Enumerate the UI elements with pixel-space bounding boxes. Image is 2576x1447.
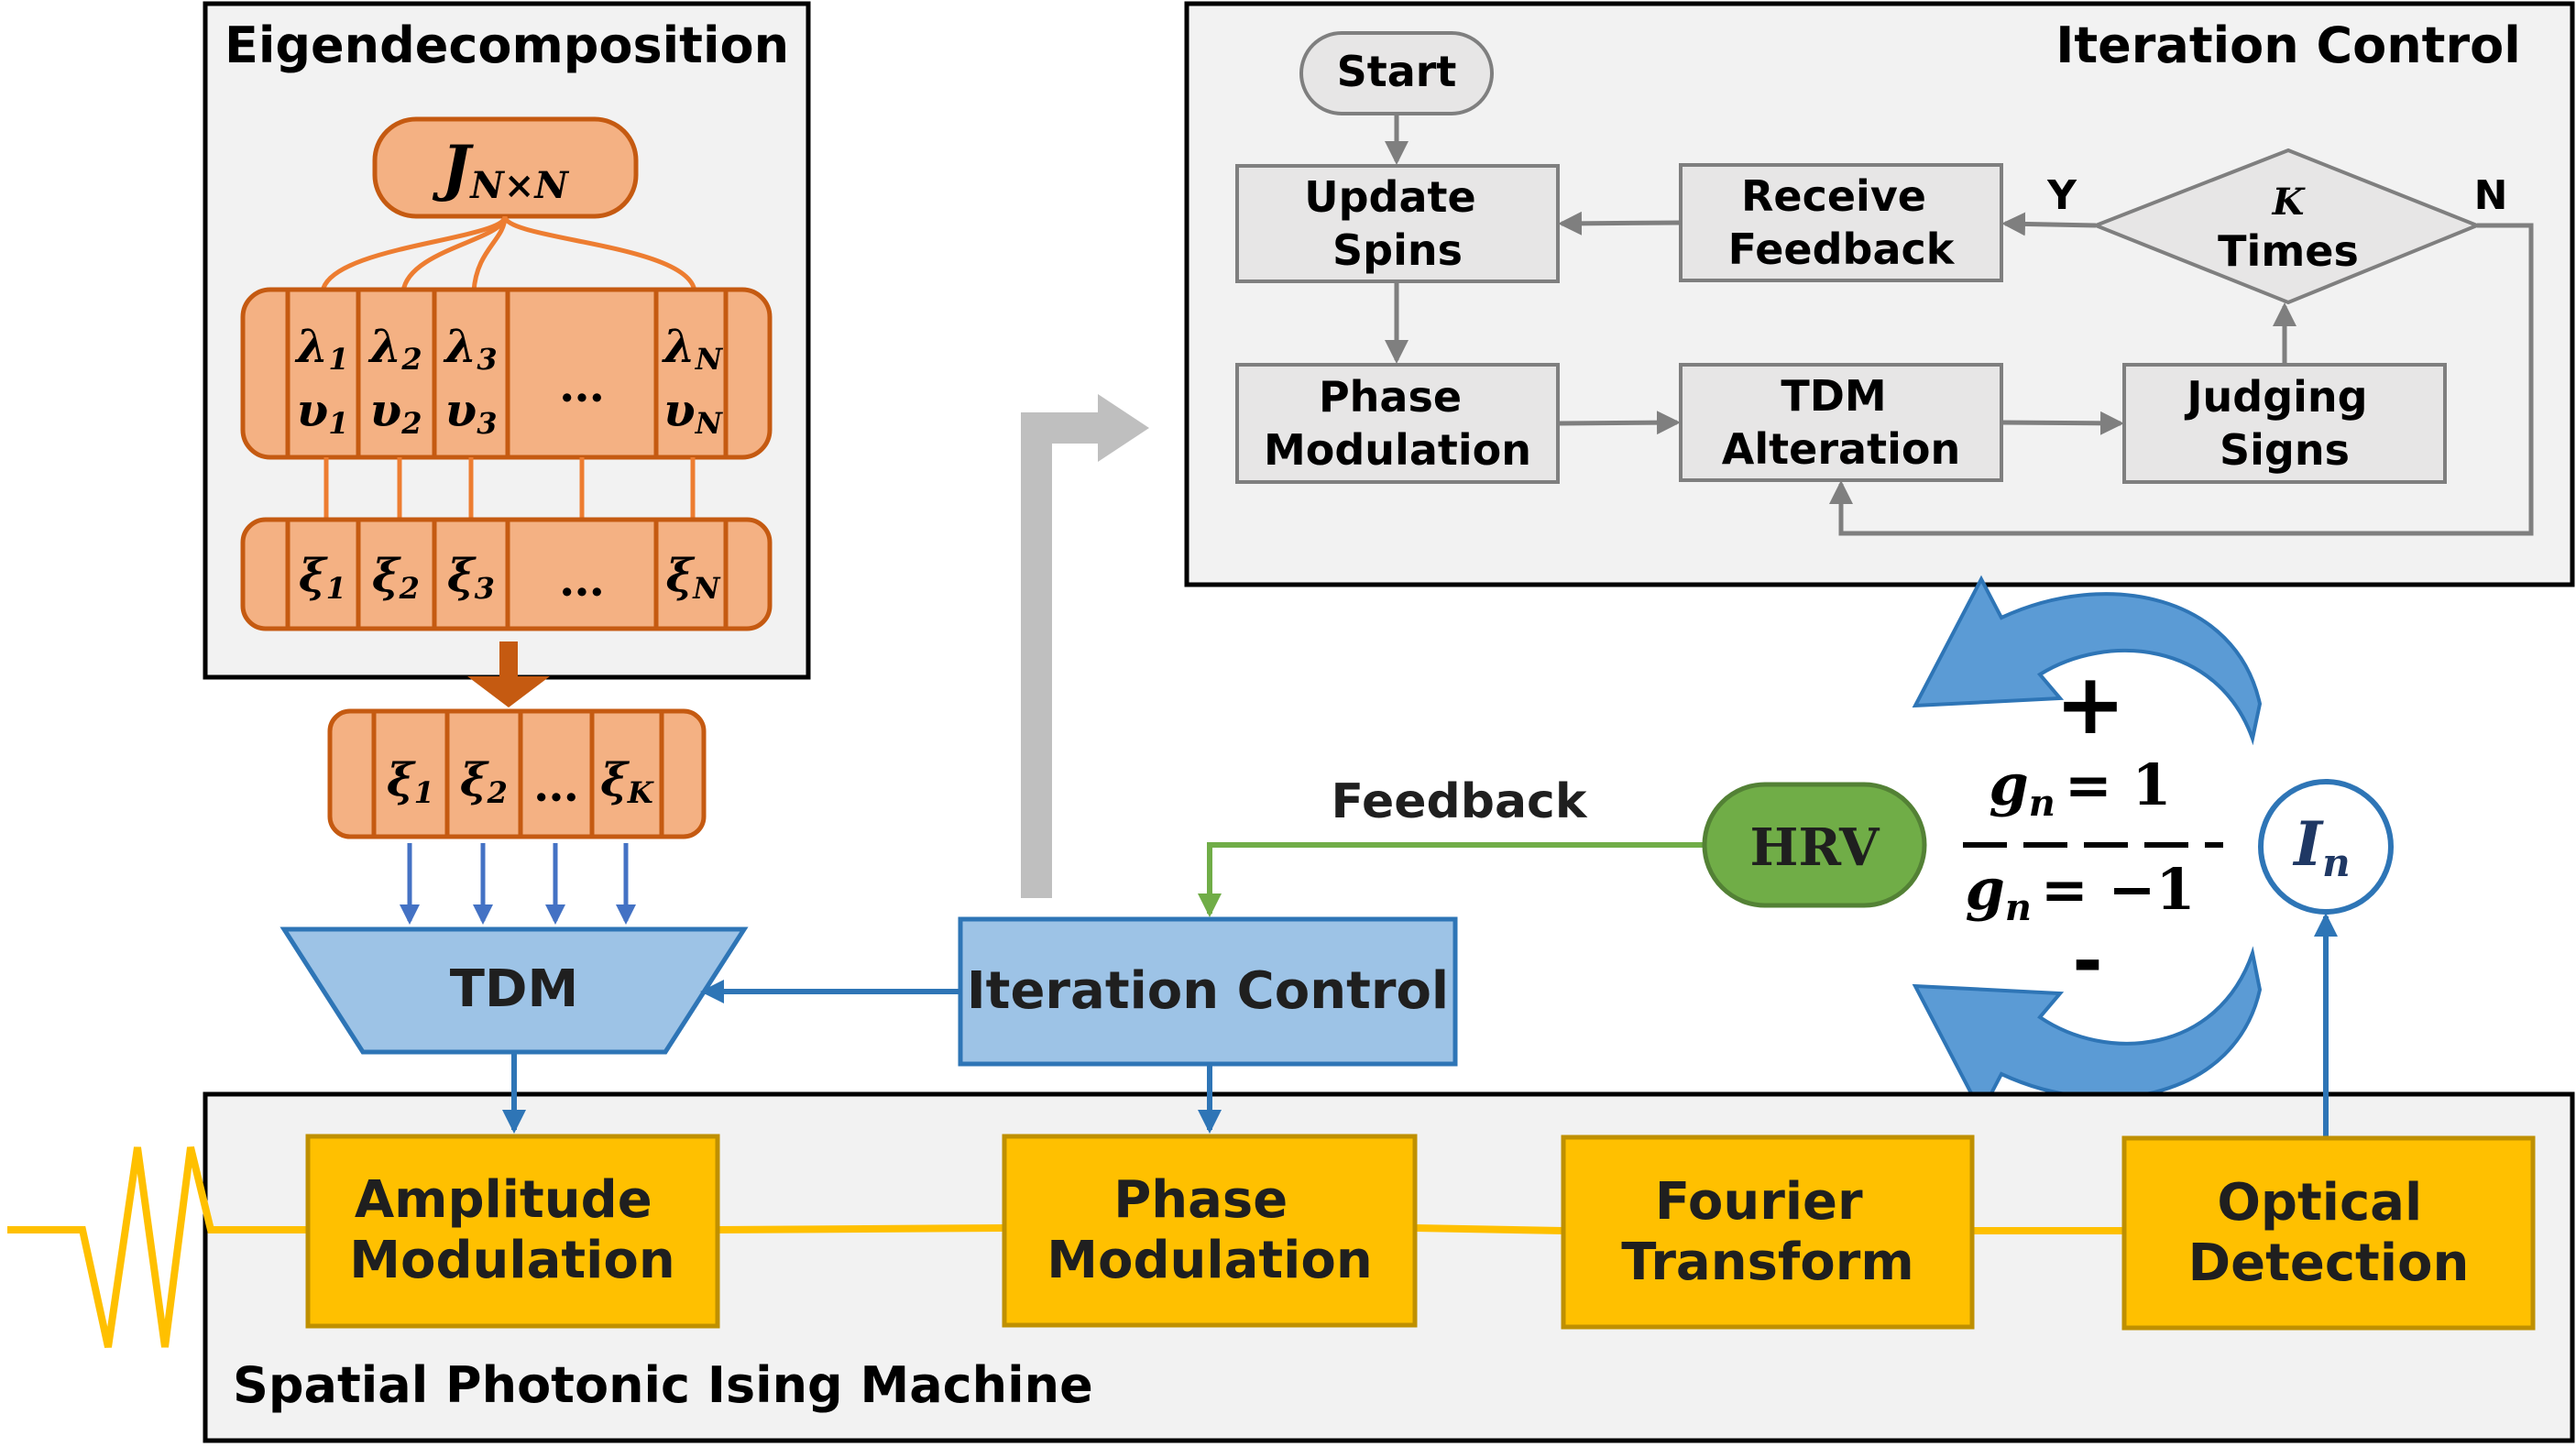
xi-cell: ξ2 [372, 548, 420, 606]
decision-no-label: N [2474, 172, 2508, 219]
feedback-arrow [1198, 842, 1705, 917]
row-connectors [323, 457, 696, 521]
panel-phase-modulation-label: Phase Modulation [1264, 372, 1531, 475]
selected-cell-ellipsis: … [533, 758, 579, 812]
panel-phase-modulation-node [1235, 363, 1560, 484]
selected-xi-row: ξ1 ξ2 … ξK [327, 708, 707, 839]
feedback-label: Feedback [1332, 774, 1588, 829]
phase-modulation-label: Phase Modulation [1047, 1170, 1372, 1290]
fourier-transform-node: Fourier Transform [1561, 1135, 1975, 1330]
iteration-control-label: Iteration Control [967, 961, 1449, 1021]
selected-cell: ξ2 [460, 752, 508, 810]
sign-cycle: + - gn= 1 gn= −1 [1912, 575, 2263, 1117]
minus-sign: - [2072, 918, 2102, 1003]
branch-lines [320, 215, 697, 292]
xi-cell: ξ1 [299, 548, 346, 606]
amplitude-modulation-node: Amplitude Modulation [305, 1134, 720, 1329]
judging-signs-node [2122, 363, 2447, 484]
hrv-label: HRV [1750, 817, 1880, 878]
judging-signs-label: Judging Signs [2184, 372, 2382, 475]
decision-k: K [2272, 181, 2307, 224]
eigen-cell: λ1 [294, 319, 348, 377]
intensity-label: In [2292, 808, 2350, 885]
receive-feedback-label: Receive Feedback [1728, 171, 1956, 274]
grey-zoom-arrow [1021, 394, 1149, 898]
eigen-cell: λ2 [367, 319, 422, 377]
optical-detection-label: Optical Detection [2188, 1173, 2470, 1293]
eigen-cell: υ3 [445, 383, 498, 441]
eigen-cell: λ3 [443, 319, 497, 377]
start-label: Start [1337, 47, 1457, 96]
fourier-transform-label: Fourier Transform [1621, 1172, 1913, 1292]
amplitude-modulation-label: Amplitude Modulation [349, 1170, 674, 1290]
light-beam [7, 1146, 2124, 1348]
selected-cell: ξ1 [387, 752, 434, 810]
xi-cell: ξ3 [447, 548, 495, 606]
receive-feedback-node [1679, 163, 2003, 282]
xi-cell-ellipsis: … [559, 553, 605, 607]
iteration-panel-title: Iteration Control [2055, 16, 2521, 74]
iteration-control-node: Iteration Control [958, 916, 1458, 1067]
eigen-cell: λN [662, 319, 724, 377]
matrix-j-label: JN×N [432, 132, 569, 207]
upper-curved-arrow [1912, 575, 2263, 746]
selected-to-tdm-arrows [400, 843, 636, 925]
decision-yes-label: Y [2046, 172, 2077, 219]
orange-down-arrow [467, 641, 550, 707]
decision-times: Times [2218, 226, 2359, 276]
spim-label: Spatial Photonic Ising Machine [233, 1356, 1093, 1414]
update-spins-label: Update Spins [1304, 172, 1490, 275]
tdm-label: TDM [450, 959, 578, 1019]
eigen-cell: υ1 [297, 383, 349, 441]
plus-sign: + [2055, 655, 2125, 753]
iteration-control-panel: Iteration Control Start Update Spins Rec… [1184, 1, 2575, 587]
flow-arrows [1385, 114, 2534, 536]
eigendecomposition-panel: Eigendecomposition JN×N λ1 υ1 λ2 υ2 [203, 1, 811, 680]
g-equals-one: gn= 1 [1989, 751, 2171, 825]
g-equals-minus-one: gn= −1 [1965, 856, 2195, 929]
optical-detection-node: Optical Detection [2121, 1135, 2536, 1331]
tdm-alteration-label: TDM Alteration [1722, 371, 1960, 474]
selected-cell: ξK [600, 752, 654, 810]
eigen-cell-ellipsis: … [559, 358, 605, 412]
tdm-node: TDM [280, 926, 749, 1055]
hrv-node: HRV [1702, 782, 1927, 908]
phase-modulation-node: Phase Modulation [1002, 1134, 1418, 1328]
eigen-cell: υ2 [370, 383, 422, 441]
eigendecomposition-title: Eigendecomposition [225, 16, 789, 74]
intensity-node: In [2258, 779, 2394, 915]
xi-cell: ξN [666, 548, 722, 606]
eigen-cell: υN [663, 383, 724, 441]
